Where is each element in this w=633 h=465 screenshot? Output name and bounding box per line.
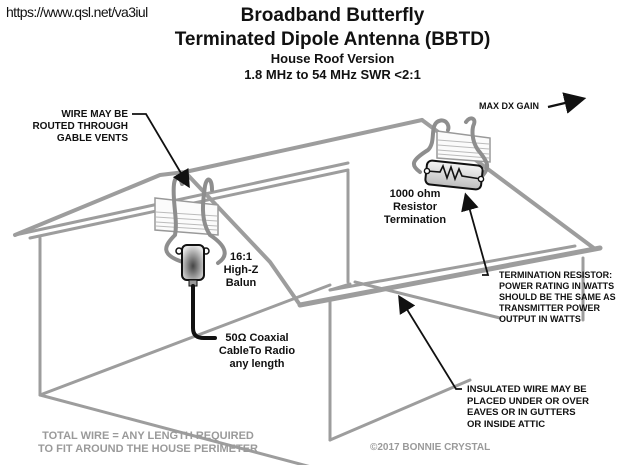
termination-note-line: POWER RATING IN WATTS bbox=[499, 281, 615, 291]
wire-note-line: OR INSIDE ATTIC bbox=[467, 418, 546, 430]
callout-lines bbox=[132, 92, 587, 390]
gable-vents-note-line: WIRE MAY BE bbox=[61, 109, 128, 120]
wire-note-line: INSULATED WIRE MAY BE bbox=[467, 384, 587, 395]
termination-note-line: TERMINATION RESISTOR: bbox=[499, 270, 613, 280]
coax-label: 50Ω Coaxial CableTo Radio any length bbox=[216, 332, 298, 371]
balun bbox=[175, 244, 210, 287]
left-wall-bottom bbox=[38, 393, 310, 465]
copyright: ©2017 BONNIE CRYSTAL bbox=[370, 442, 491, 453]
coax-label-line: 50Ω Coaxial bbox=[225, 332, 289, 344]
front-wall-bottom bbox=[328, 378, 472, 442]
balun-label-line: 16:1 bbox=[229, 251, 253, 263]
termination-note-line: SHOULD BE THE SAME AS bbox=[499, 292, 616, 302]
resistor-label-line: Resistor bbox=[392, 201, 438, 213]
title-line-2: Terminated Dipole Antenna (BBTD) bbox=[174, 29, 491, 50]
front-eave bbox=[13, 161, 350, 237]
max-dx-arrow bbox=[547, 92, 587, 114]
wire-note-line: EAVES OR IN GUTTERS bbox=[467, 407, 576, 418]
back-wall-bottom bbox=[38, 283, 332, 397]
max-dx-gain-label: MAX DX GAIN bbox=[479, 101, 540, 111]
resistor-label-line: Termination bbox=[383, 214, 447, 226]
source-url[interactable]: https://www.qsl.net/va3iul bbox=[6, 4, 148, 20]
side-eave-top bbox=[328, 244, 577, 292]
termination-resistor-note: TERMINATION RESISTOR: POWER RATING IN WA… bbox=[499, 270, 616, 325]
balun-label-line: Balun bbox=[225, 277, 257, 289]
antenna-wire-right bbox=[411, 116, 490, 177]
termination-note-line: OUTPUT IN WATTS bbox=[499, 314, 581, 324]
balun-label-line: High-Z bbox=[223, 264, 259, 276]
coax-label-line: any length bbox=[229, 358, 285, 370]
gable-vents-note: WIRE MAY BE ROUTED THROUGH GABLE VENTS bbox=[30, 109, 128, 145]
eave-inner-line bbox=[353, 280, 502, 320]
wire-pointer bbox=[398, 294, 462, 390]
resistor-label-line: 1000 ohm bbox=[389, 188, 441, 200]
coax-cable bbox=[191, 284, 217, 340]
coax-label-line: CableTo Radio bbox=[218, 345, 296, 357]
right-gable-vent bbox=[436, 130, 491, 163]
side-eave-left bbox=[328, 282, 352, 292]
subtitle: House Roof Version bbox=[270, 51, 395, 66]
balun-label: 16:1 High-Z Balun bbox=[218, 251, 264, 290]
gable-vents-pointer bbox=[132, 113, 190, 189]
front-corner-link bbox=[298, 298, 332, 307]
total-wire-line: TOTAL WIRE = ANY LENGTH REQUIRED bbox=[42, 430, 254, 442]
gable-vents-note-line: ROUTED THROUGH bbox=[32, 121, 128, 132]
total-wire-line: TO FIT AROUND THE HOUSE PERIMETER bbox=[37, 443, 258, 455]
side-eave-long bbox=[297, 245, 603, 308]
insulated-wire-note: INSULATED WIRE MAY BE PLACED UNDER OR OV… bbox=[467, 384, 589, 430]
gable-vents-note-line: GABLE VENTS bbox=[56, 133, 128, 144]
termination-resistor bbox=[423, 159, 485, 191]
title-line-1: Broadband Butterfly bbox=[240, 5, 425, 26]
roof-ridge bbox=[183, 118, 424, 174]
wire-note-line: PLACED UNDER OR OVER bbox=[467, 395, 589, 407]
frequency-spec: 1.8 MHz to 54 MHz SWR <2:1 bbox=[244, 67, 421, 82]
total-wire-note: TOTAL WIRE = ANY LENGTH REQUIRED TO FIT … bbox=[12, 430, 284, 456]
termination-pointer bbox=[461, 192, 490, 276]
termination-note-line: TRANSMITTER POWER bbox=[499, 303, 600, 313]
resistor-label: 1000 ohm Resistor Termination bbox=[378, 188, 452, 227]
